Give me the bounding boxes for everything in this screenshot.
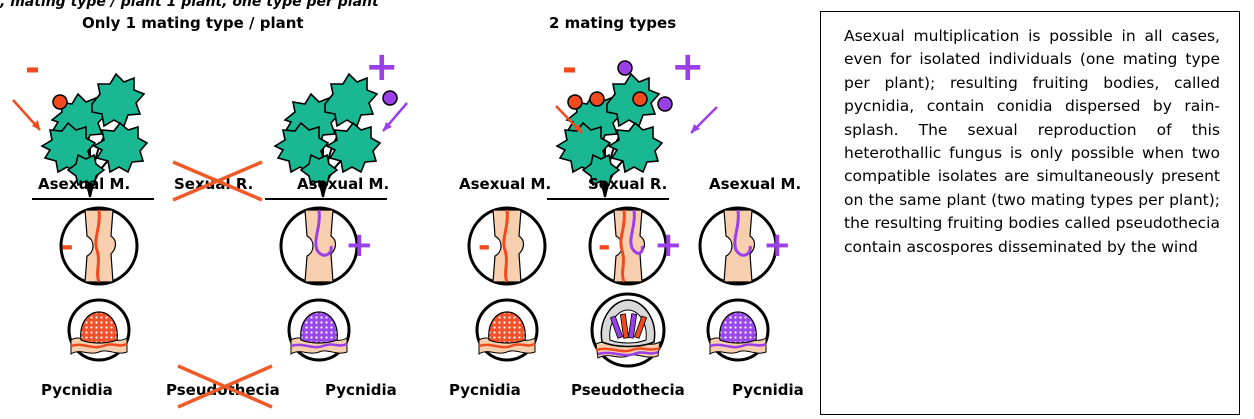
label-asexual: Asexual M. [297, 175, 389, 193]
label-sexual: Sexual R. [588, 175, 667, 193]
plus-spore [618, 61, 632, 75]
minus-sign: - [25, 48, 40, 89]
minus-sign: - [61, 229, 73, 264]
label-asexual: Asexual M. [709, 175, 801, 193]
label-pycnidia: Pycnidia [732, 381, 804, 399]
label-asexual: Asexual M. [38, 175, 130, 193]
header-one-type: Only 1 mating type / plant [82, 14, 304, 32]
top-partial-text: , mating type / plant 1 plant, one type … [0, 0, 380, 10]
plus-sign: + [345, 225, 374, 265]
description-text: Asexual multiplication is possible in al… [844, 25, 1220, 259]
label-pycnidia: Pycnidia [325, 381, 397, 399]
minus-spore [590, 92, 604, 106]
minus-sign: - [598, 229, 610, 264]
plus-sign: + [365, 44, 399, 90]
minus-sign: - [478, 229, 490, 264]
plus-sign: + [763, 225, 792, 265]
header-two-types: 2 mating types [549, 14, 676, 32]
label-pycnidia: Pycnidia [449, 381, 521, 399]
plus-spore [383, 91, 397, 105]
label-pseudothecia: Pseudothecia [571, 381, 685, 399]
pycnidium-plus [289, 300, 349, 360]
pycnidium-minus [477, 300, 537, 360]
minus-sign: - [562, 48, 577, 89]
plus-sign: + [671, 44, 705, 90]
description-box: Asexual multiplication is possible in al… [820, 11, 1240, 415]
label-asexual: Asexual M. [459, 175, 551, 193]
label-pycnidia: Pycnidia [41, 381, 113, 399]
pycnidium-minus [69, 300, 129, 360]
minus-spore [53, 95, 67, 109]
minus-spore [568, 95, 582, 109]
plus-sign: + [654, 225, 683, 265]
plus-spore [658, 97, 672, 111]
pycnidium-plus [708, 300, 768, 360]
minus-spore [633, 92, 647, 106]
pseudothecium [592, 294, 664, 366]
